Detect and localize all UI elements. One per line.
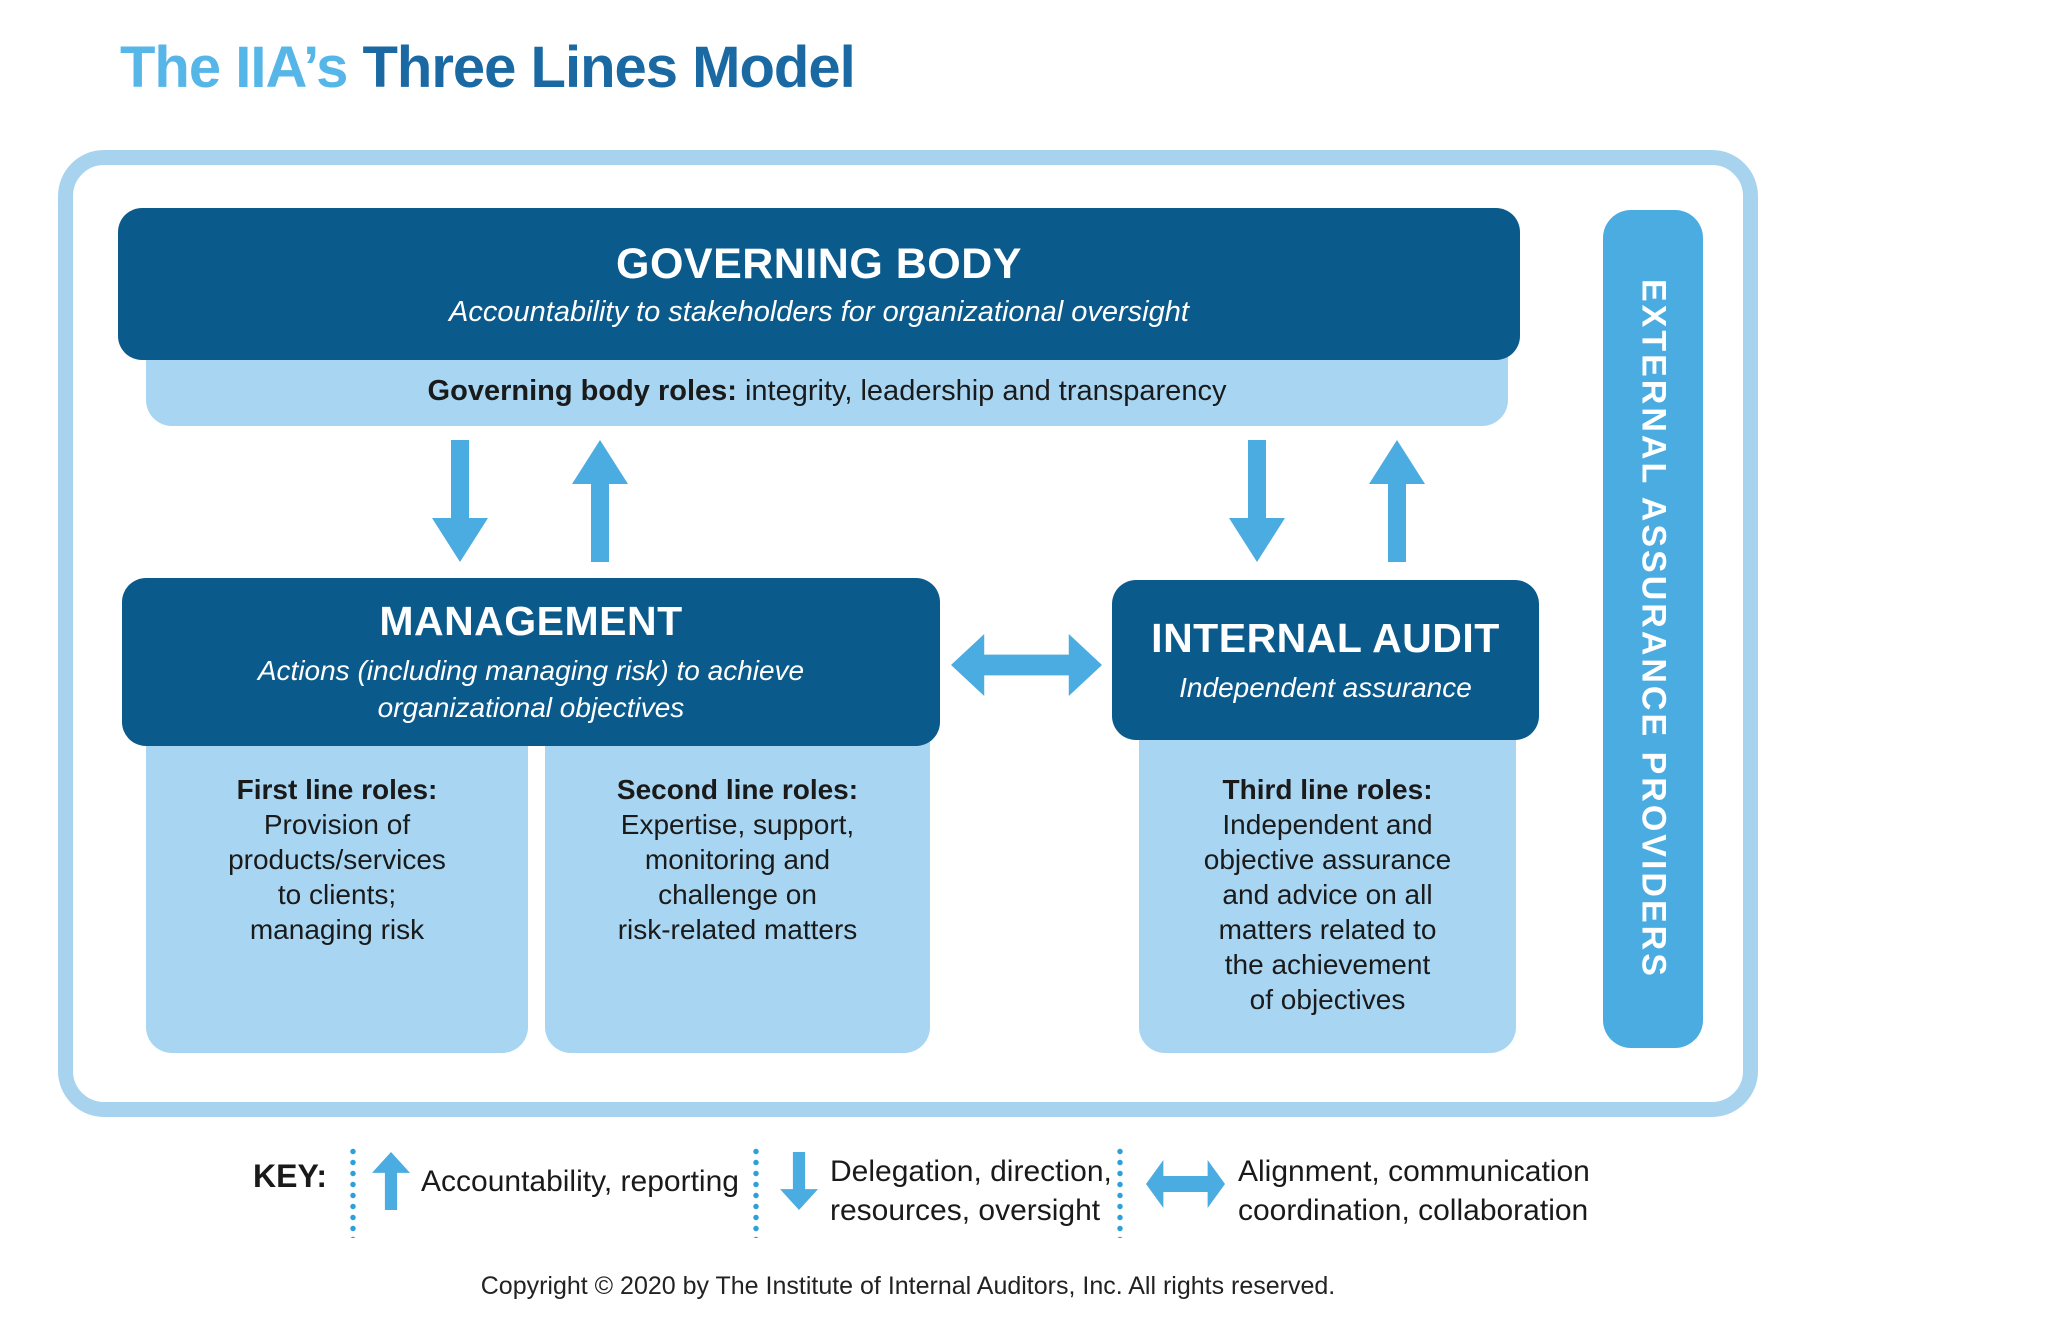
governing-body-box: GOVERNING BODY Accountability to stakeho… <box>118 208 1520 360</box>
second-line-roles-box: Second line roles: Expertise, support, m… <box>545 740 930 1053</box>
roles-line: Independent and <box>1222 809 1433 840</box>
governing-body-roles-text: integrity, leadership and transparency <box>736 374 1227 407</box>
up-arrow-icon <box>1369 440 1425 562</box>
page-title-dark-part: Three Lines Model <box>362 35 855 100</box>
internal-audit-subtitle: Independent assurance <box>1179 671 1472 703</box>
management-subtitle-line2: organizational objectives <box>377 692 685 723</box>
roles-line: to clients; <box>277 879 397 910</box>
management-box: MANAGEMENT Actions (including managing r… <box>122 578 940 746</box>
key-dotted-separator <box>350 1146 356 1238</box>
roles-line: of objectives <box>1249 984 1406 1015</box>
roles-line: and advice on all <box>1222 879 1433 910</box>
internal-audit-box: INTERNAL AUDIT Independent assurance <box>1112 580 1539 740</box>
second-line-roles-heading: Second line roles: <box>616 774 859 805</box>
up-arrow-icon <box>372 1152 410 1210</box>
roles-line: products/services <box>228 844 446 875</box>
key-dotted-separator <box>753 1146 759 1238</box>
governing-body-subtitle: Accountability to stakeholders for organ… <box>449 295 1189 328</box>
down-arrow-icon <box>780 1152 818 1210</box>
key-item-delegation: Delegation, direction, resources, oversi… <box>830 1155 1112 1227</box>
external-assurance-providers-label: EXTERNAL ASSURANCE PROVIDERS <box>1634 279 1673 979</box>
roles-line: managing risk <box>249 914 425 945</box>
roles-line: challenge on <box>658 879 817 910</box>
double-arrow-icon <box>1146 1160 1225 1208</box>
third-line-roles-heading: Third line roles: <box>1222 774 1433 805</box>
management-subtitle: Actions (including managing risk) to ach… <box>258 652 804 726</box>
roles-line: objective assurance <box>1203 844 1452 875</box>
first-line-roles-heading: First line roles: <box>236 774 438 805</box>
page-title-light-part: The IIA’s <box>120 35 363 100</box>
roles-line: Expertise, support, <box>620 809 855 840</box>
third-line-roles-box: Third line roles: Independent and object… <box>1139 740 1516 1053</box>
roles-line: matters related to <box>1218 914 1437 945</box>
roles-line: the achievement <box>1224 949 1431 980</box>
key-dotted-separator <box>1117 1146 1123 1238</box>
up-arrow-icon <box>572 440 628 562</box>
roles-line: Provision of <box>263 809 411 840</box>
roles-line: monitoring and <box>644 844 831 875</box>
roles-line: risk-related matters <box>617 914 858 945</box>
copyright-text: Copyright © 2020 by The Institute of Int… <box>480 1272 1336 1300</box>
down-arrow-icon <box>432 440 488 562</box>
page-title: The IIA’s Three Lines Model <box>120 34 856 101</box>
key-item-accountability: Accountability, reporting <box>421 1165 739 1198</box>
internal-audit-title: INTERNAL AUDIT <box>1151 614 1500 661</box>
down-arrow-icon <box>1229 440 1285 562</box>
external-assurance-providers-bar: EXTERNAL ASSURANCE PROVIDERS <box>1603 210 1703 1048</box>
double-arrow-icon <box>951 634 1102 696</box>
management-subtitle-line1: Actions (including managing risk) to ach… <box>257 655 805 686</box>
governing-body-title: GOVERNING BODY <box>616 239 1022 288</box>
key-item-alignment: Alignment, communication coordination, c… <box>1238 1155 1590 1227</box>
governing-body-roles-bar: Governing body roles: integrity, leaders… <box>146 356 1508 426</box>
governing-body-roles-label: Governing body roles: <box>427 374 737 407</box>
management-title: MANAGEMENT <box>379 598 683 644</box>
key-label: KEY: <box>253 1158 328 1194</box>
first-line-roles-box: First line roles: Provision of products/… <box>146 740 528 1053</box>
